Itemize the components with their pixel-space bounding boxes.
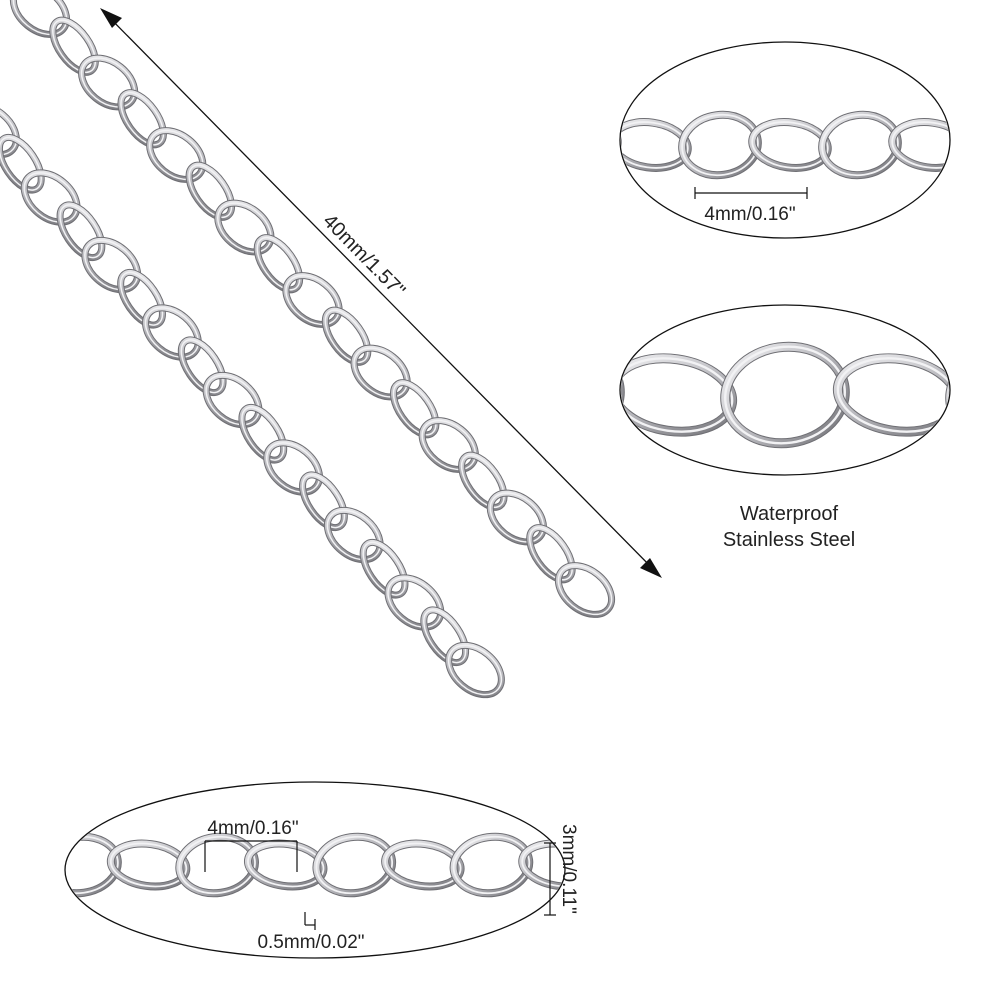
chain-link — [324, 309, 369, 363]
chain-link — [109, 842, 188, 888]
chain-link — [23, 172, 78, 223]
top-link-length-label: 4mm/0.16" — [704, 204, 795, 225]
chain-link — [326, 509, 381, 561]
chain-link — [891, 121, 949, 169]
chain-link — [178, 835, 256, 895]
detail-middle — [494, 304, 1000, 476]
chain-link — [59, 204, 103, 259]
chain-link — [144, 307, 199, 358]
chain-link — [247, 842, 325, 888]
chain-link — [84, 239, 139, 291]
chain-link — [447, 644, 503, 696]
material-line-1: Waterproof — [740, 503, 839, 525]
chain-link — [0, 104, 18, 156]
chain-link — [621, 357, 734, 433]
chain-link — [528, 527, 573, 581]
chain-link — [285, 274, 340, 326]
chain-link — [0, 136, 42, 191]
chain-strand-left — [0, 101, 505, 699]
bottom-link-length-label: 4mm/0.16" — [207, 818, 298, 839]
arrow-head-end-icon — [640, 558, 662, 578]
chain-link — [256, 237, 301, 291]
chain-link — [944, 339, 1000, 451]
chain-link — [821, 113, 899, 177]
chain-link — [80, 57, 136, 108]
chain-link — [421, 419, 477, 471]
chain-link — [621, 342, 624, 448]
chain-link — [946, 342, 949, 448]
chain-link — [681, 113, 759, 177]
material-line-2: Stainless Steel — [723, 529, 855, 551]
chain-link — [494, 339, 626, 451]
chain-link — [12, 0, 68, 36]
chain-link — [751, 121, 829, 169]
chain-link — [148, 129, 204, 181]
chain-link — [538, 110, 622, 180]
detail-top: 4mm/0.16" — [538, 41, 1000, 239]
chain-link — [557, 564, 613, 616]
chain-link — [452, 835, 531, 895]
arrow-head-start-icon — [100, 8, 122, 28]
chain-link — [621, 121, 689, 169]
length-arrow — [100, 8, 662, 578]
chain-link — [266, 442, 321, 493]
chain-link — [180, 339, 224, 394]
chain-link — [460, 454, 505, 508]
chain-link — [724, 345, 846, 445]
chain-link — [241, 406, 285, 461]
chain-link — [52, 19, 97, 73]
chain-link — [353, 347, 408, 398]
chain-link — [621, 110, 622, 180]
link-width-label: 3mm/0.11" — [558, 824, 579, 914]
chain-link — [120, 92, 165, 146]
chain-link — [384, 842, 462, 888]
chain-link — [489, 492, 545, 543]
detail-bottom: 4mm/0.16" 0.5mm/0.02" 3mm/0.11" — [64, 781, 579, 959]
chain-link — [958, 110, 1000, 180]
chain-link — [538, 110, 622, 180]
chain-strand-right — [9, 0, 616, 618]
chain-link — [217, 202, 272, 253]
chain-link — [945, 341, 949, 449]
wire-thickness-label: 0.5mm/0.02" — [257, 932, 364, 953]
chain-link — [205, 374, 260, 426]
chain-link — [958, 110, 1000, 180]
chain-link — [621, 341, 625, 449]
chain-link — [836, 357, 949, 433]
chain-link — [301, 474, 346, 529]
chain-link — [387, 577, 442, 628]
chain-link — [188, 164, 233, 218]
chain-link — [315, 835, 394, 895]
chain-link — [423, 609, 467, 664]
chain-link — [119, 271, 164, 326]
chain-link — [392, 382, 437, 436]
chain-link — [362, 541, 406, 596]
chain-link — [958, 110, 1000, 180]
